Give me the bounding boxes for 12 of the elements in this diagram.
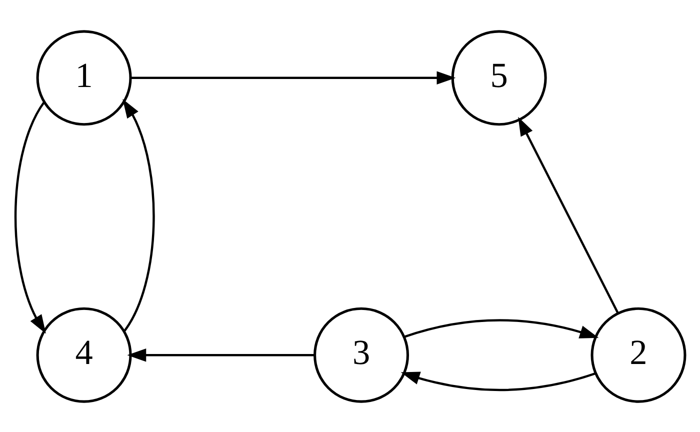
- node-circle: 4: [36, 306, 132, 402]
- arrow: [400, 371, 596, 390]
- arrow: [127, 348, 314, 362]
- arrow: [518, 116, 620, 314]
- node-circle: 5: [451, 30, 547, 126]
- arrow: [404, 318, 599, 338]
- node-circle: 3: [314, 306, 410, 402]
- node-circle: 1: [36, 30, 132, 126]
- arrow: [130, 70, 456, 84]
- arrow: [122, 98, 155, 331]
- arrow: [14, 101, 46, 334]
- node-circle: 2: [590, 306, 686, 402]
